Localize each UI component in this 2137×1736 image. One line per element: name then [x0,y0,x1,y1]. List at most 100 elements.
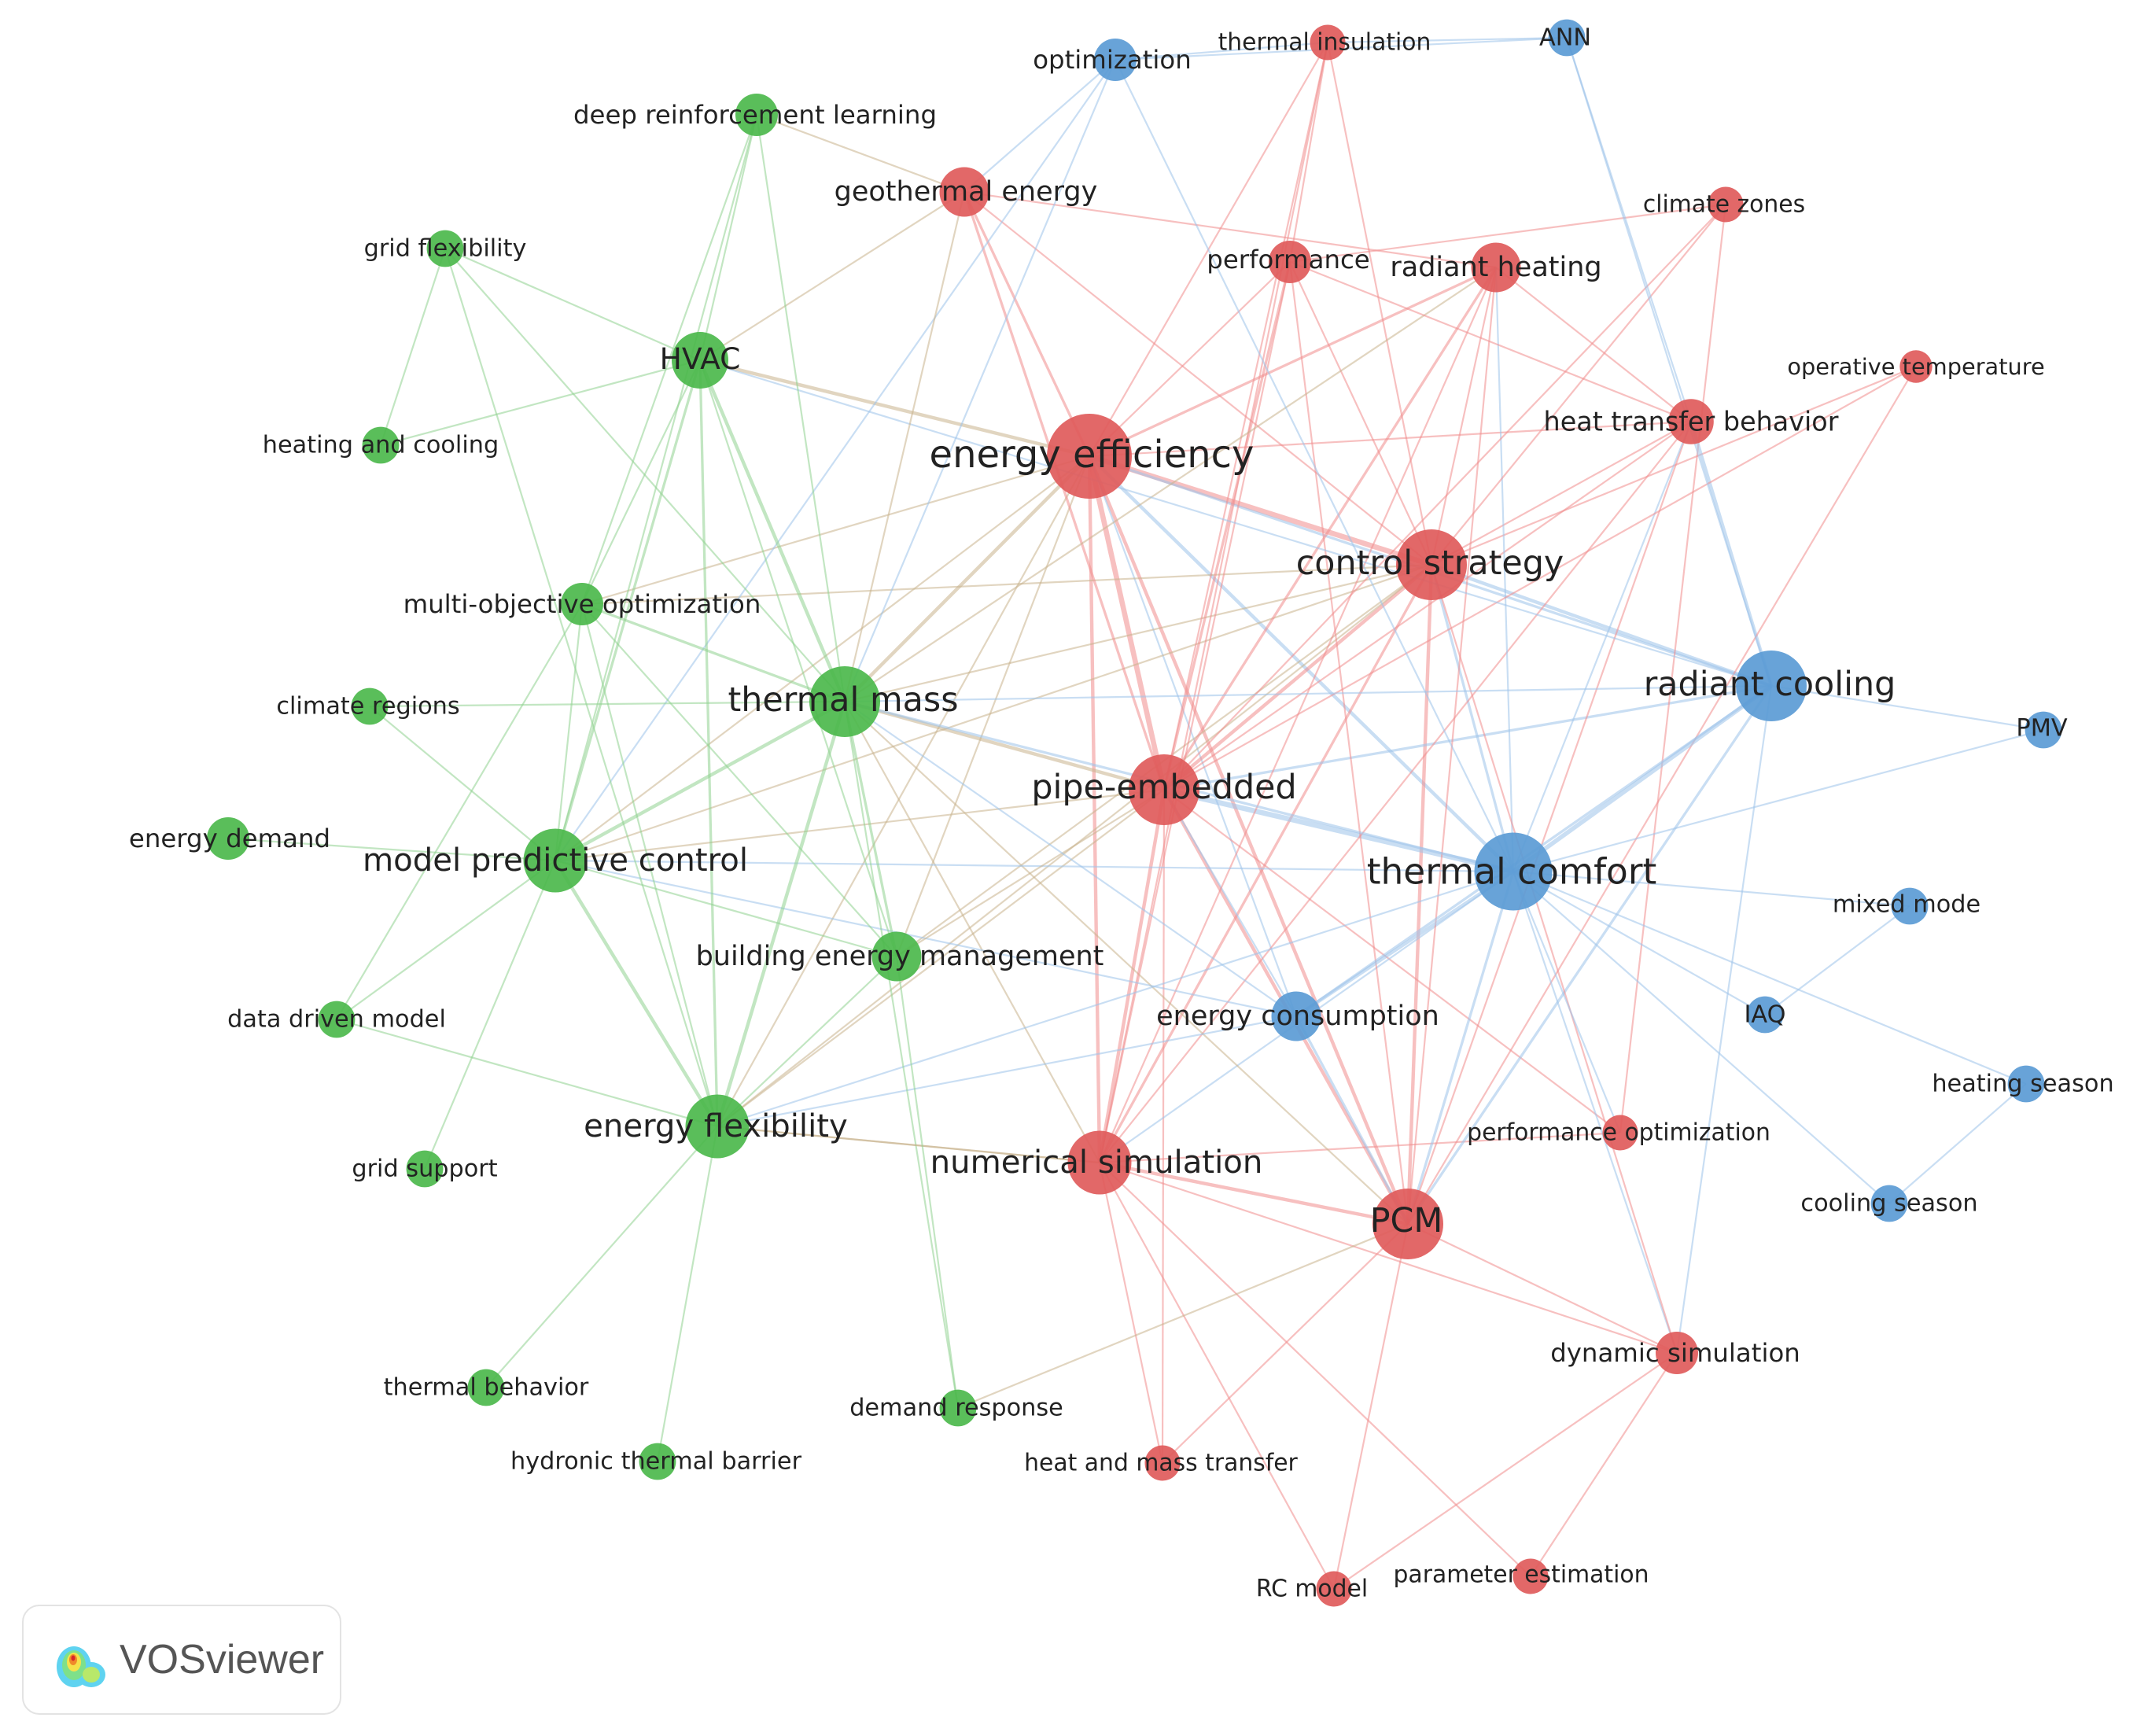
node-grid-support[interactable] [406,1150,444,1188]
node-operative-temperature[interactable] [1899,350,1933,383]
edge-control-strategy--pcm [1406,564,1434,1225]
node-deep-reinforcement-learning[interactable] [735,94,778,136]
edge-control-strategy--radiant-heating [1430,267,1498,566]
node-control-strategy[interactable] [1396,529,1467,600]
node-radiant-heating[interactable] [1471,242,1521,293]
node-performance-optimization[interactable] [1602,1115,1638,1151]
node-label-energy-efficiency: energy efficiency [930,433,1255,477]
node-model-predictive-control[interactable] [523,828,588,893]
edge-thermal-comfort--model-predictive-control [555,859,1514,873]
edge-multi-objective-optimization--data-driven-model [336,603,583,1020]
edge-pcm--performance [1288,261,1409,1225]
edge-thermal-comfort--mixed-mode [1512,870,1910,908]
edge-thermal-mass--energy-consumption [844,701,1297,1017]
node-demand-response[interactable] [939,1389,977,1427]
node-building-energy-management[interactable] [871,931,922,982]
node-iaq[interactable] [1746,996,1784,1034]
edge-deep-reinforcement-learning--geothermal-energy [756,113,965,194]
edge-climate-zones--pipe-embedded [1163,204,1726,791]
edge-heating-season--cooling-season [1888,1083,2027,1204]
edge-radiant-heating--heat-transfer-behavior [1495,267,1692,422]
edge-operative-temperature--pcm [1407,366,1917,1225]
node-geothermal-energy[interactable] [939,167,989,217]
edge-pipe-embedded--energy-consumption [1163,789,1297,1017]
node-energy-consumption[interactable] [1271,991,1321,1041]
node-label-mixed-mode: mixed mode [1833,891,1980,919]
edge-energy-efficiency--heat-transfer-behavior [1089,420,1692,458]
node-label-hvac: HVAC [660,341,741,376]
node-grid-flexibility[interactable] [426,230,464,267]
edge-energy-efficiency--multi-objective-optimization [581,455,1090,606]
node-label-pmv: PMV [2016,715,2067,743]
edge-thermal-insulation--performance [1288,42,1329,263]
node-heat-and-mass-transfer[interactable] [1144,1445,1181,1481]
edge-numerical-simulation--thermal-mass [844,701,1100,1163]
node-label-building-energy-management: building energy management [696,941,1104,972]
edge-pipe-embedded--heat-and-mass-transfer [1161,789,1166,1464]
edge-energy-efficiency--energy-flexibility [717,455,1090,1127]
edge-building-energy-management--demand-response [895,956,960,1409]
node-mixed-mode[interactable] [1891,887,1929,925]
node-optimization[interactable] [1094,39,1137,81]
node-climate-zones[interactable] [1708,186,1744,223]
node-ann[interactable] [1548,19,1586,57]
node-parameter-estimation[interactable] [1512,1558,1549,1594]
edge-numerical-simulation--heat-and-mass-transfer [1098,1162,1164,1464]
node-energy-efficiency[interactable] [1047,414,1132,499]
edge-optimization--geothermal-energy [963,59,1116,193]
edge-radiant-heating--geothermal-energy [963,190,1497,269]
node-pmv[interactable] [2025,711,2062,749]
edge-numerical-simulation--parameter-estimation [1099,1162,1531,1577]
node-rc-model[interactable] [1316,1571,1352,1607]
edge-geothermal-energy--thermal-mass [843,191,966,702]
node-climate-regions[interactable] [351,687,389,725]
node-pipe-embedded[interactable] [1129,754,1199,825]
edge-dynamic-simulation--radiant-cooling [1675,685,1773,1354]
edge-energy-flexibility--numerical-simulation [717,1125,1100,1164]
node-hvac[interactable] [672,332,728,389]
edge-energy-efficiency--geothermal-energy [963,191,1091,457]
edge-energy-flexibility--thermal-behavior [485,1126,718,1388]
node-heating-season[interactable] [2007,1065,2045,1103]
node-performance[interactable] [1269,241,1311,283]
node-heating-and-cooling[interactable] [362,426,400,464]
edge-energy-flexibility--multi-objective-optimization [580,603,719,1127]
node-hydronic-thermal-barrier[interactable] [639,1443,676,1480]
node-thermal-mass[interactable] [809,666,880,737]
node-data-driven-model[interactable] [318,1001,356,1038]
edge-layer [227,36,2044,1590]
node-label-multi-objective-optimization: multi-objective optimization [403,589,761,619]
node-label-energy-consumption: energy consumption [1156,1001,1439,1032]
node-label-model-predictive-control: model predictive control [363,842,748,879]
edge-model-predictive-control--hvac [554,359,702,861]
node-label-iaq: IAQ [1745,1001,1786,1029]
node-label-grid-flexibility: grid flexibility [364,235,527,263]
node-pcm[interactable] [1372,1189,1443,1259]
node-energy-flexibility[interactable] [685,1094,750,1159]
edge-pcm--heat-transfer-behavior [1406,421,1693,1225]
edge-numerical-simulation--performance [1098,261,1291,1163]
node-cooling-season[interactable] [1870,1185,1908,1222]
node-label-radiant-cooling: radiant cooling [1644,665,1896,704]
edge-control-strategy--thermal-mass [844,563,1432,703]
node-label-control-strategy: control strategy [1296,544,1564,583]
node-numerical-simulation[interactable] [1067,1130,1132,1195]
node-thermal-insulation[interactable] [1310,24,1346,61]
node-dynamic-simulation[interactable] [1656,1332,1698,1374]
node-thermal-comfort[interactable] [1474,832,1553,911]
edge-pipe-embedded--energy-flexibility [717,789,1165,1127]
edge-numerical-simulation--dynamic-simulation [1099,1161,1678,1355]
edge-control-strategy--multi-objective-optimization [581,563,1432,606]
node-heat-transfer-behavior[interactable] [1668,399,1714,444]
edge-energy-efficiency--pipe-embedded [1086,455,1167,791]
node-label-thermal-comfort: thermal comfort [1367,851,1657,893]
node-radiant-cooling[interactable] [1736,651,1807,721]
node-label-dynamic-simulation: dynamic simulation [1550,1338,1800,1368]
node-thermal-behavior[interactable] [467,1369,505,1406]
edge-control-strategy--pipe-embedded [1162,563,1433,791]
edge-dynamic-simulation--thermal-comfort [1512,871,1678,1354]
edge-control-strategy--thermal-insulation [1326,42,1433,566]
node-energy-demand[interactable] [207,817,249,860]
node-multi-objective-optimization[interactable] [561,583,603,625]
